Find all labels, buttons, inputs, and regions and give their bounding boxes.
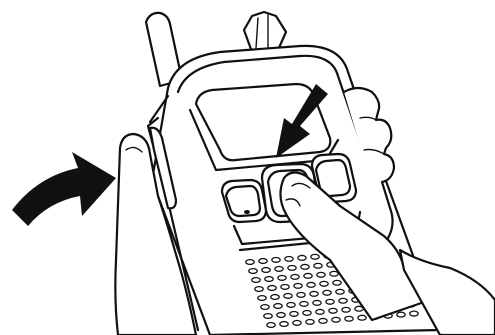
- top-knob: [244, 12, 286, 52]
- button-dot-icon: [244, 210, 250, 214]
- curved-arrow-icon: [12, 152, 116, 226]
